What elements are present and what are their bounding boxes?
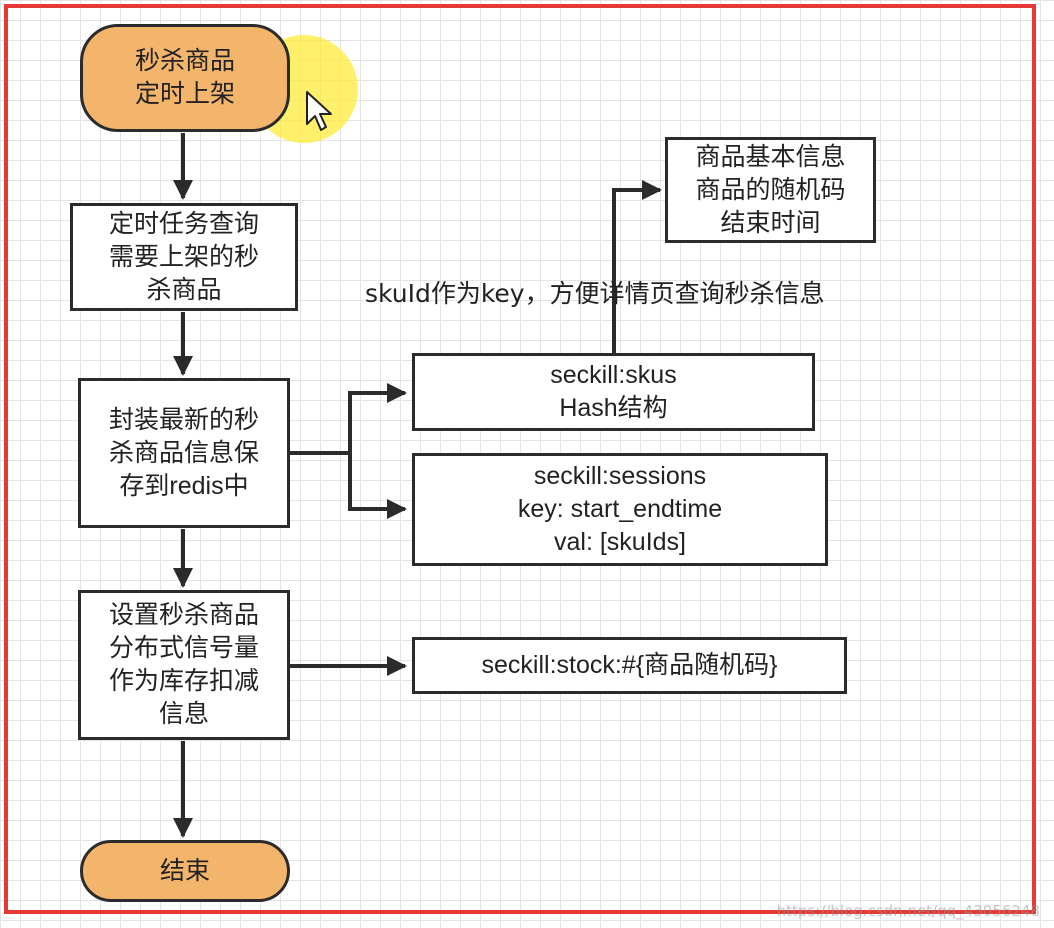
node-info-line: 结束时间	[720, 208, 821, 237]
node-query-line: 杀商品	[146, 275, 222, 304]
node-skus-line: seckill:skus	[550, 361, 677, 389]
node-semaphore-line: 作为库存扣减	[108, 667, 259, 695]
node-start-line: 秒杀商品	[134, 47, 235, 75]
node-skus: seckill:skus Hash结构	[412, 353, 815, 431]
node-query-line: 需要上架的秒	[108, 242, 259, 271]
red-frame	[4, 4, 1036, 914]
node-info-line: 商品基本信息	[695, 142, 846, 171]
arrow-save-to-skus	[290, 383, 407, 455]
node-query: 定时任务查询 需要上架的秒 杀商品	[70, 203, 298, 311]
node-save-line: 存到redis中	[119, 471, 249, 500]
watermark: https://blog.csdn.net/qq_43056248	[776, 902, 1040, 920]
node-sessions-line: seckill:sessions	[533, 462, 707, 490]
node-semaphore-line: 设置秒杀商品	[108, 601, 259, 629]
edge-label: skuId作为key，方便详情页查询秒杀信息	[365, 279, 825, 308]
node-semaphore-line: 信息	[158, 700, 209, 728]
node-save: 封装最新的秒 杀商品信息保 存到redis中	[78, 378, 290, 528]
node-end-line: 结束	[159, 856, 210, 885]
arrow-skus-to-info	[612, 180, 662, 354]
mouse-cursor-icon	[306, 91, 332, 131]
node-start: 秒杀商品 定时上架	[80, 24, 290, 132]
node-query-line: 定时任务查询	[108, 209, 259, 238]
node-sessions-line: val: [skuIds]	[554, 528, 686, 556]
node-skus-line: Hash结构	[559, 394, 668, 422]
node-save-line: 封装最新的秒	[108, 405, 259, 434]
node-info-line: 商品的随机码	[695, 175, 846, 204]
node-info: 商品基本信息 商品的随机码 结束时间	[665, 137, 876, 243]
node-start-line: 定时上架	[134, 80, 235, 108]
node-semaphore-line: 分布式信号量	[108, 634, 259, 662]
node-sessions-line: key: start_endtime	[517, 495, 723, 523]
arrow-save-to-sessions	[348, 453, 407, 519]
node-stock-line: seckill:stock:#{商品随机码}	[481, 651, 778, 679]
node-sessions: seckill:sessions key: start_endtime val:…	[412, 453, 828, 566]
node-end: 结束	[80, 840, 290, 902]
node-save-line: 杀商品信息保	[108, 438, 259, 467]
node-semaphore: 设置秒杀商品 分布式信号量 作为库存扣减 信息	[78, 590, 290, 740]
node-stock: seckill:stock:#{商品随机码}	[412, 637, 847, 694]
